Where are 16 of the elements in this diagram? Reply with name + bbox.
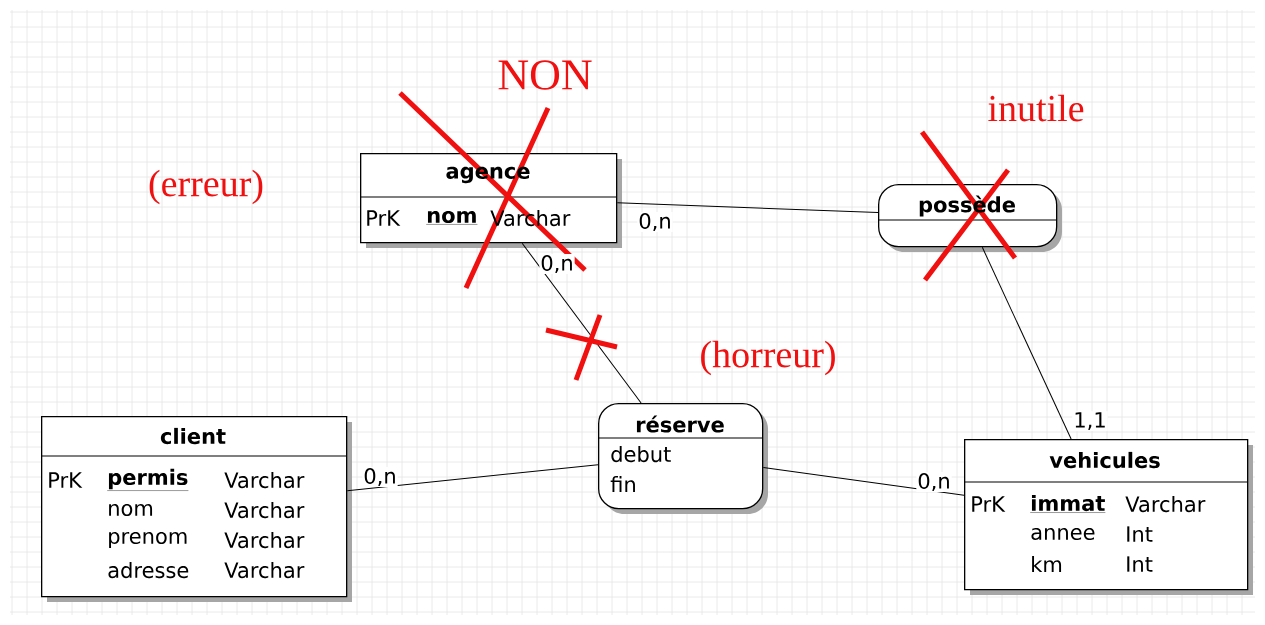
cardinality-label: 1,1 — [1072, 411, 1108, 431]
cardinality-label: 0,n — [637, 212, 673, 232]
connector-line — [762, 467, 965, 496]
connector-line — [981, 246, 1072, 440]
entity-box: vehicules PrK immat Varchar annee Int km Int — [963, 439, 1253, 595]
annotation-text: (horreur) — [701, 340, 835, 376]
entity-box: client PrK permis Varchar nom Varchar prenom Varchar adresse Varchar — [40, 416, 352, 602]
relationship-box: réserve debut fin — [597, 403, 768, 514]
connector-line — [346, 464, 599, 492]
annotation-text: inutile — [988, 94, 1084, 122]
connector-line — [616, 202, 879, 213]
annotation-text: (erreur) — [149, 169, 263, 205]
cardinality-label: 0,n — [539, 254, 575, 274]
cardinality-label: 0,n — [916, 472, 952, 492]
connector-line — [521, 242, 642, 404]
cardinality-label: 0,n — [362, 467, 398, 487]
